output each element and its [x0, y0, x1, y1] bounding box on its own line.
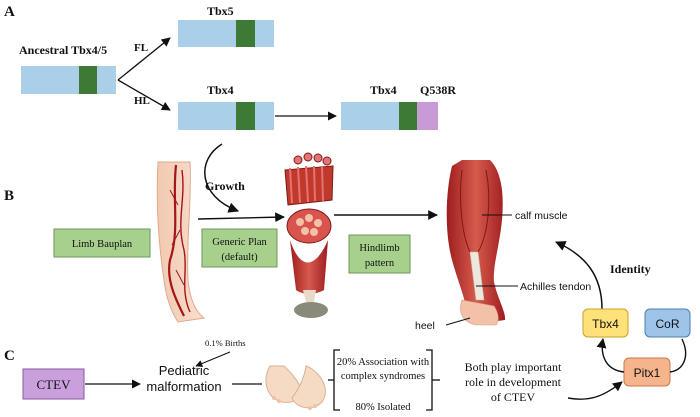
- pitx1-cor-link: [669, 338, 687, 373]
- growth-arrow: [204, 143, 239, 213]
- generic-plan-label-1: Generic Plan: [212, 237, 267, 248]
- tbx4-mut-domain: [399, 102, 417, 130]
- tbx5-domain: [236, 20, 255, 47]
- tbx5-gene-bar: [178, 20, 274, 47]
- identity-label: Identity: [610, 262, 651, 276]
- tbx4-domain: [236, 102, 255, 130]
- tbx4-gene-bar: [178, 102, 274, 130]
- assoc-label-2: complex syndromes: [341, 371, 425, 382]
- generic-plan-box: [201, 228, 278, 268]
- limb-bauplan-label: Limb Bauplan: [72, 239, 133, 250]
- tbx4-node-label: Tbx4: [592, 317, 619, 331]
- to-pitx1-arrow: [567, 381, 623, 400]
- achilles-label: Achilles tendon: [520, 281, 591, 293]
- both-label-1: Both play important: [465, 360, 562, 374]
- clubfoot-illustration: [265, 365, 326, 410]
- ancestral-label: Ancestral Tbx4/5: [19, 43, 107, 57]
- hindlimb-box: [348, 234, 411, 274]
- growth-label: Growth: [205, 179, 245, 193]
- calf-muscle-label: calf muscle: [515, 210, 568, 222]
- pitx1-to-tbx4-arrow: [596, 338, 625, 373]
- ctev-label: CTEV: [37, 377, 72, 392]
- hindlimb-label-1: Hindlimb: [359, 243, 399, 254]
- pediatric-label-1: Pediatric: [159, 363, 210, 378]
- tbx5-label: Tbx5: [207, 4, 234, 18]
- to-muscle-arrow: [197, 212, 285, 223]
- mutation-label: Q538R: [420, 83, 456, 97]
- isolated-label: 80% Isolated: [355, 402, 411, 413]
- assoc-label-1: 20% Association with: [337, 357, 430, 368]
- panel-label-b: B: [4, 188, 14, 204]
- limb-bauplan-box: [53, 228, 151, 258]
- pediatric-label-2: malformation: [146, 379, 221, 394]
- tbx4-label: Tbx4: [207, 83, 234, 97]
- both-label-2: role in development: [465, 375, 562, 389]
- ancestral-domain: [79, 66, 97, 94]
- identity-arrow: [555, 241, 603, 310]
- tbx4-node: [582, 308, 629, 338]
- fl-arrow: [117, 37, 171, 81]
- ancestral-gene-bar: [21, 66, 116, 94]
- cor-node-label: CoR: [655, 317, 679, 331]
- q538r-segment: [417, 102, 438, 130]
- generic-plan-label-2: (default): [221, 252, 258, 263]
- tbx4-mut-label: Tbx4: [370, 83, 397, 97]
- pitx1-node-label: Pitx1: [634, 366, 661, 380]
- births-arrow: [195, 351, 231, 367]
- both-label-3: of CTEV: [491, 390, 536, 404]
- heel-pointer: [445, 317, 471, 326]
- hl-arrow: [117, 79, 171, 111]
- hindlimb-label-2: pattern: [365, 258, 395, 269]
- births-label: 0.1% Births: [205, 338, 246, 348]
- calf-leg-illustration: [446, 160, 506, 326]
- fl-label: FL: [134, 42, 148, 54]
- heel-label: heel: [415, 320, 435, 332]
- muscle-fiber-illustration: [284, 152, 334, 318]
- limb-vessel-illustration: [156, 161, 206, 323]
- ctev-box: [22, 368, 85, 400]
- panel-label-a: A: [4, 4, 15, 20]
- cor-node: [644, 308, 691, 338]
- hl-label: HL: [134, 95, 150, 107]
- panel-label-c: C: [4, 348, 15, 364]
